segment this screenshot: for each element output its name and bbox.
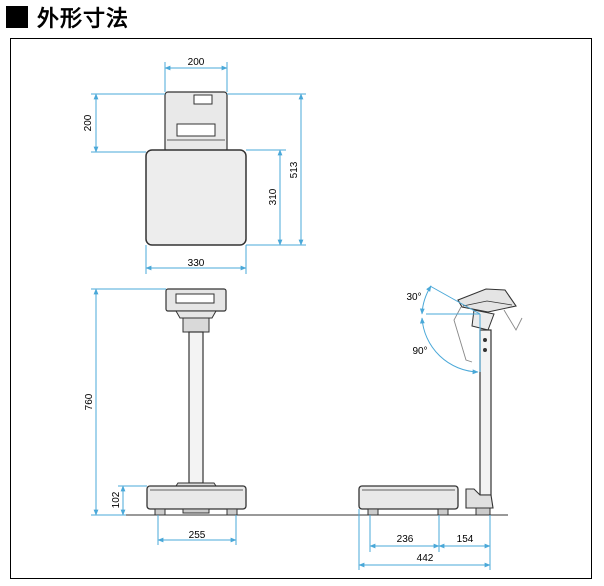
dim-top-total-depth: 513 — [289, 161, 300, 178]
dim-side-tilt-up: 30° — [406, 292, 421, 303]
drawing-frame — [10, 38, 592, 579]
section-header: 外形寸法 — [6, 2, 129, 32]
square-bullet-icon — [6, 6, 28, 28]
dim-top-display-depth: 200 — [83, 114, 94, 131]
top-view — [145, 91, 247, 246]
section-title: 外形寸法 — [37, 7, 130, 32]
dim-side-total-depth: 442 — [417, 553, 434, 564]
side-display-up — [457, 288, 517, 313]
front-dim-lines — [91, 288, 237, 545]
side-display-ghost — [453, 306, 473, 363]
dim-front-base-height: 102 — [111, 491, 122, 508]
front-base — [146, 485, 247, 510]
dim-side-platform-depth: 236 — [397, 534, 414, 545]
dim-side-tilt-down: 90° — [412, 346, 427, 357]
front-view — [146, 288, 247, 516]
front-column — [188, 331, 204, 484]
side-view — [358, 288, 523, 516]
dim-side-column-offset: 154 — [457, 534, 474, 545]
side-dim-lines — [358, 285, 491, 570]
dim-top-platform-width: 330 — [188, 258, 205, 269]
dim-top-platform-depth: 310 — [268, 188, 279, 205]
dim-top-display-width: 200 — [188, 57, 205, 68]
side-column — [479, 329, 492, 496]
top-dim-lines — [91, 62, 306, 274]
dim-front-height: 760 — [84, 393, 95, 410]
side-platform — [358, 485, 459, 510]
dim-front-base-width: 255 — [189, 530, 206, 541]
top-platform — [145, 149, 247, 246]
